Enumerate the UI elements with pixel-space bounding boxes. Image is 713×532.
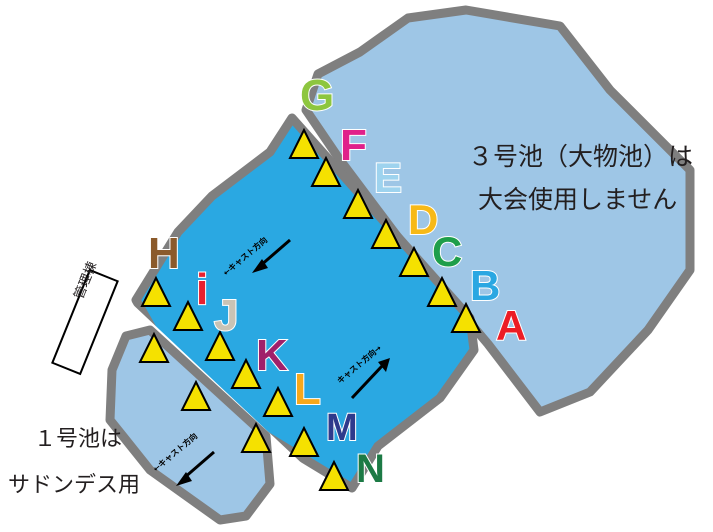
casting-marker: [450, 301, 482, 333]
casting-marker: [138, 331, 170, 363]
pond3-label-line1: ３号池（大物池）は: [468, 142, 693, 171]
section-label-a: A: [496, 302, 526, 349]
section-label-e: E: [374, 154, 402, 201]
section-label-b: B: [470, 262, 500, 309]
casting-marker: [172, 299, 204, 331]
casting-marker: [342, 187, 374, 219]
pond1-label-line1: １号池は: [34, 427, 122, 452]
casting-marker: [262, 385, 294, 417]
casting-marker: [204, 329, 236, 361]
casting-marker: [318, 459, 350, 491]
casting-marker: [240, 421, 272, 453]
section-label-c: C: [432, 228, 462, 275]
cast-arrow-right: [350, 358, 390, 400]
casting-marker: [370, 217, 402, 249]
section-label-n: N: [356, 447, 385, 491]
section-label-g: G: [300, 71, 334, 120]
pond3-label-line2: 大会使用しません: [478, 185, 677, 214]
section-label-j: J: [214, 291, 238, 340]
casting-marker: [230, 357, 262, 389]
casting-marker: [140, 275, 172, 307]
section-label-d: D: [408, 196, 438, 243]
casting-marker: [426, 275, 458, 307]
casting-markers: [138, 127, 482, 491]
section-label-k: K: [256, 331, 288, 380]
casting-marker: [180, 379, 212, 411]
casting-marker: [288, 127, 320, 159]
section-label-f: F: [340, 121, 367, 170]
cast-arrow-left: [252, 238, 291, 273]
cast-arrow-pond1: [176, 450, 215, 486]
section-label-i: i: [196, 265, 208, 314]
section-label-h: H: [148, 229, 180, 278]
pond-1: [105, 325, 275, 525]
section-label-l: L: [294, 365, 321, 414]
casting-marker: [310, 155, 342, 187]
casting-marker: [288, 425, 320, 457]
section-label-m: M: [326, 407, 358, 449]
casting-marker: [398, 245, 430, 277]
pond1-label-line2: サドンデス用: [8, 473, 140, 498]
management-building: [51, 268, 119, 376]
